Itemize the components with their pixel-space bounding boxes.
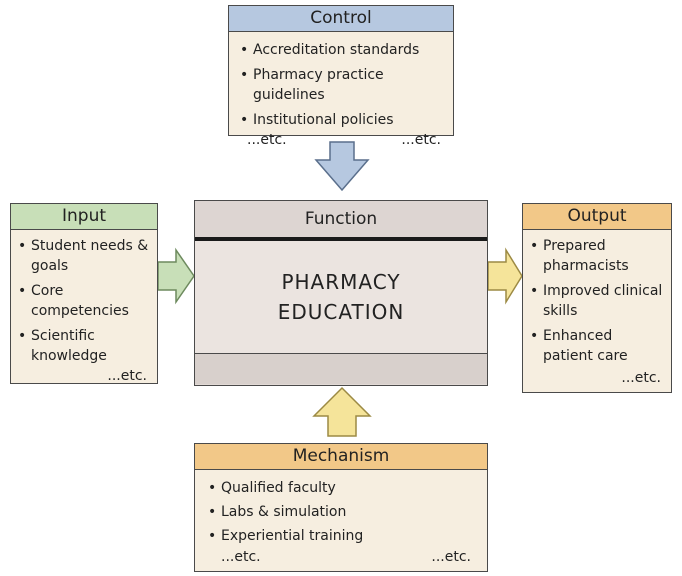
list-item: Experiential training — [205, 526, 479, 546]
function-body: PHARMACY EDUCATION — [195, 241, 487, 354]
list-item: Qualified faculty — [205, 478, 479, 498]
input-etc: ...etc. — [107, 368, 147, 384]
list-item: Accreditation standards — [237, 40, 445, 60]
mechanism-box: Mechanism Qualified faculty Labs & simul… — [194, 443, 488, 572]
control-etc-right: ...etc. — [401, 132, 441, 148]
control-arrow — [314, 141, 370, 192]
list-item: Scientific knowledge — [15, 326, 151, 366]
function-box: Function PHARMACY EDUCATION — [194, 200, 488, 386]
function-footer — [195, 354, 487, 384]
mechanism-etc-left: ...etc. — [221, 549, 261, 565]
control-etc-left: ...etc. — [247, 132, 287, 148]
list-item: Prepared pharmacists — [527, 236, 665, 276]
control-box: Control Accreditation standards Pharmacy… — [228, 5, 454, 148]
mechanism-list: Qualified faculty Labs & simulation Expe… — [195, 470, 487, 546]
input-arrow — [157, 247, 195, 305]
output-title: Output — [523, 204, 671, 230]
output-arrow — [487, 247, 523, 305]
input-list: Student needs & goals Core competencies … — [11, 230, 157, 366]
function-line-2: EDUCATION — [277, 300, 405, 324]
function-line-1: PHARMACY — [281, 270, 401, 294]
input-box: Input Student needs & goals Core compete… — [10, 203, 158, 384]
function-title: Function — [195, 201, 487, 241]
input-title: Input — [11, 204, 157, 230]
list-item: Core competencies — [15, 281, 151, 321]
output-list: Prepared pharmacists Improved clinical s… — [523, 230, 671, 366]
list-item: Enhanced patient care — [527, 326, 665, 366]
mechanism-etc-right: ...etc. — [431, 549, 471, 565]
control-etc-row: ...etc. ...etc. — [229, 131, 453, 149]
list-item: Improved clinical skills — [527, 281, 665, 321]
list-item: Pharmacy practice guidelines — [237, 65, 445, 105]
list-item: Institutional policies — [237, 110, 445, 130]
mechanism-etc-row: ...etc. ...etc. — [195, 548, 487, 566]
output-etc: ...etc. — [621, 370, 661, 386]
mechanism-arrow — [312, 386, 372, 437]
control-list: Accreditation standards Pharmacy practic… — [229, 32, 453, 130]
output-box: Output Prepared pharmacists Improved cli… — [522, 203, 672, 393]
control-title: Control — [229, 6, 453, 32]
list-item: Student needs & goals — [15, 236, 151, 276]
mechanism-title: Mechanism — [195, 444, 487, 470]
list-item: Labs & simulation — [205, 502, 479, 522]
